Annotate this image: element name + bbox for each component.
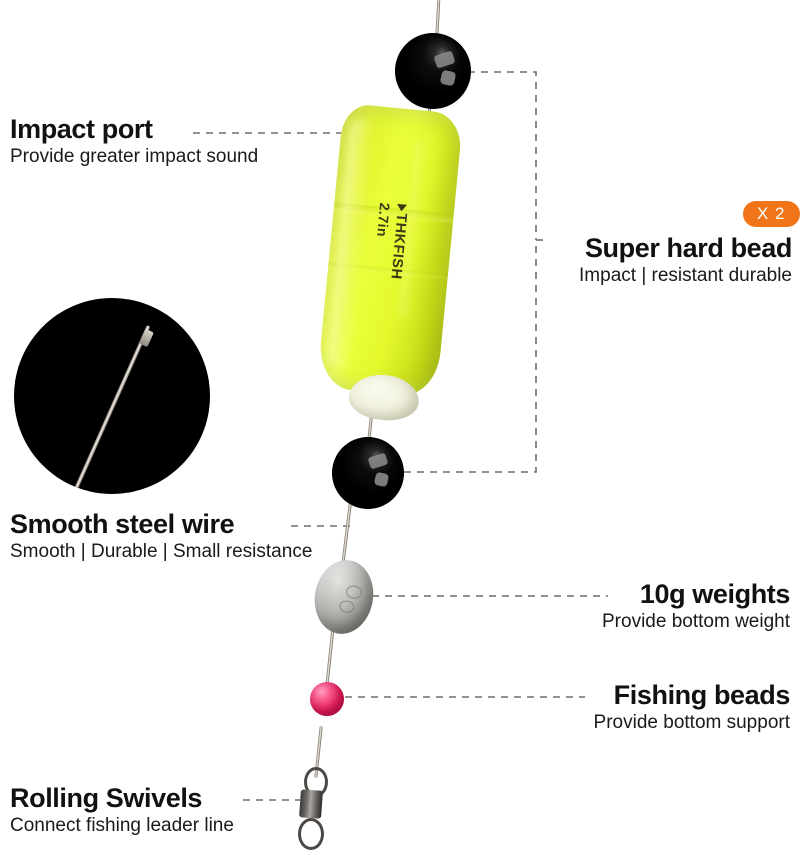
fishing-beads-title: Fishing beads bbox=[613, 680, 791, 710]
black-bead-top bbox=[395, 33, 471, 109]
super-hard-bead-title: Super hard bead bbox=[584, 233, 792, 263]
swivel-ring-bottom bbox=[298, 818, 324, 850]
float-brand-print: THKFISH 2.7in bbox=[371, 202, 410, 280]
lead-weight bbox=[309, 555, 379, 639]
callout-fishing-beads: Fishing beads Provide bottom support bbox=[440, 679, 791, 735]
rolling-swivels-sub: Connect fishing leader line bbox=[10, 815, 234, 836]
magnified-wire bbox=[73, 324, 151, 492]
connector-bead-top bbox=[468, 71, 537, 240]
weights-sub: Provide bottom weight bbox=[602, 611, 790, 632]
callout-weights: 10g weights Provide bottom weight bbox=[440, 578, 790, 634]
callout-impact-port: Impact port Provide greater impact sound bbox=[10, 113, 258, 169]
impact-port-title: Impact port bbox=[10, 114, 153, 144]
black-bead-bottom bbox=[332, 437, 404, 509]
super-hard-bead-quantity-badge: X 2 bbox=[743, 201, 800, 227]
impact-port-sub: Provide greater impact sound bbox=[10, 146, 259, 167]
callout-smooth-steel-wire: Smooth steel wire Smooth | Durable | Sma… bbox=[10, 508, 312, 564]
rolling-swivels-title: Rolling Swivels bbox=[10, 783, 203, 813]
smooth-steel-wire-sub: Smooth | Durable | Small resistance bbox=[10, 541, 313, 562]
callout-rolling-swivels: Rolling Swivels Connect fishing leader l… bbox=[10, 782, 234, 838]
magnified-wire-tip bbox=[139, 328, 154, 348]
pink-fishing-bead bbox=[310, 682, 344, 716]
callout-super-hard-bead: Super hard bead Impact | resistant durab… bbox=[440, 232, 792, 288]
thkfish-logo-icon bbox=[396, 203, 408, 212]
swivel-barrel bbox=[299, 789, 323, 819]
weights-title: 10g weights bbox=[639, 579, 791, 609]
fishing-beads-sub: Provide bottom support bbox=[593, 712, 790, 733]
steel-wire-magnifier-inset bbox=[14, 298, 210, 494]
super-hard-bead-sub: Impact | resistant durable bbox=[579, 265, 792, 286]
smooth-steel-wire-title: Smooth steel wire bbox=[10, 509, 235, 539]
